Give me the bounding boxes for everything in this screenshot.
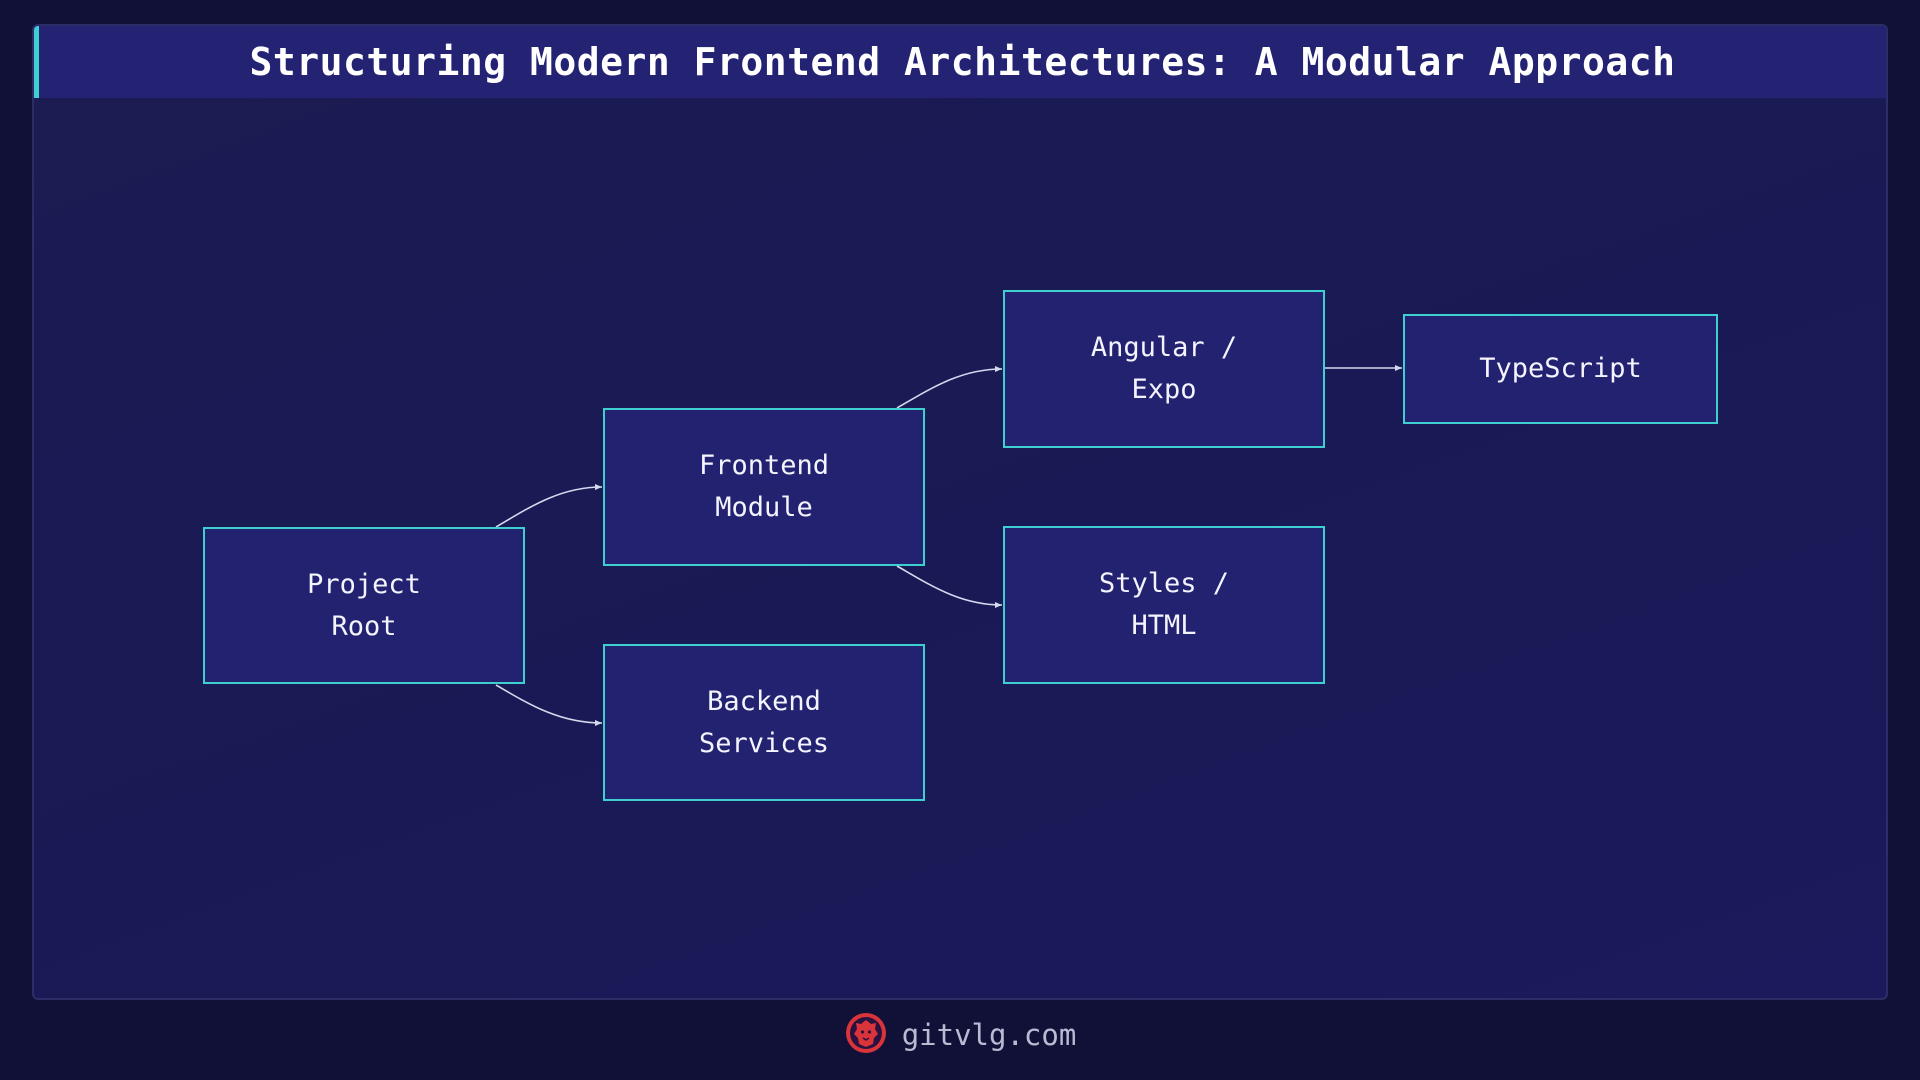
footer: gitvlg.com bbox=[0, 1010, 1920, 1060]
node-typescript: TypeScript bbox=[1403, 314, 1718, 424]
node-angular-expo: Angular / Expo bbox=[1003, 290, 1325, 448]
page-title: Structuring Modern Frontend Architecture… bbox=[249, 40, 1676, 84]
node-label: Backend Services bbox=[698, 685, 830, 759]
node-styles-html: Styles / HTML bbox=[1003, 526, 1325, 684]
diagram-panel: Structuring Modern Frontend Architecture… bbox=[32, 24, 1888, 1000]
title-bar: Structuring Modern Frontend Architecture… bbox=[34, 26, 1886, 98]
node-label: Frontend Module bbox=[698, 450, 830, 523]
edge-frontend-to-styles bbox=[896, 565, 1003, 608]
node-frontend-module: Frontend Module bbox=[603, 408, 925, 566]
node-label: TypeScript bbox=[1479, 353, 1642, 384]
node-backend-services: Backend Services bbox=[603, 644, 925, 801]
edge-frontend-to-angular bbox=[896, 366, 1003, 409]
footer-site-link[interactable]: gitvlg.com bbox=[901, 1018, 1077, 1052]
edge-root-to-backend bbox=[495, 684, 603, 726]
node-project-root: Project Root bbox=[203, 527, 525, 684]
lion-logo-icon bbox=[844, 1011, 888, 1059]
node-label: Project Root bbox=[307, 568, 421, 642]
edge-root-to-frontend bbox=[495, 484, 603, 528]
node-label: Angular / Expo bbox=[1090, 332, 1238, 405]
node-label: Styles / HTML bbox=[1098, 568, 1230, 641]
